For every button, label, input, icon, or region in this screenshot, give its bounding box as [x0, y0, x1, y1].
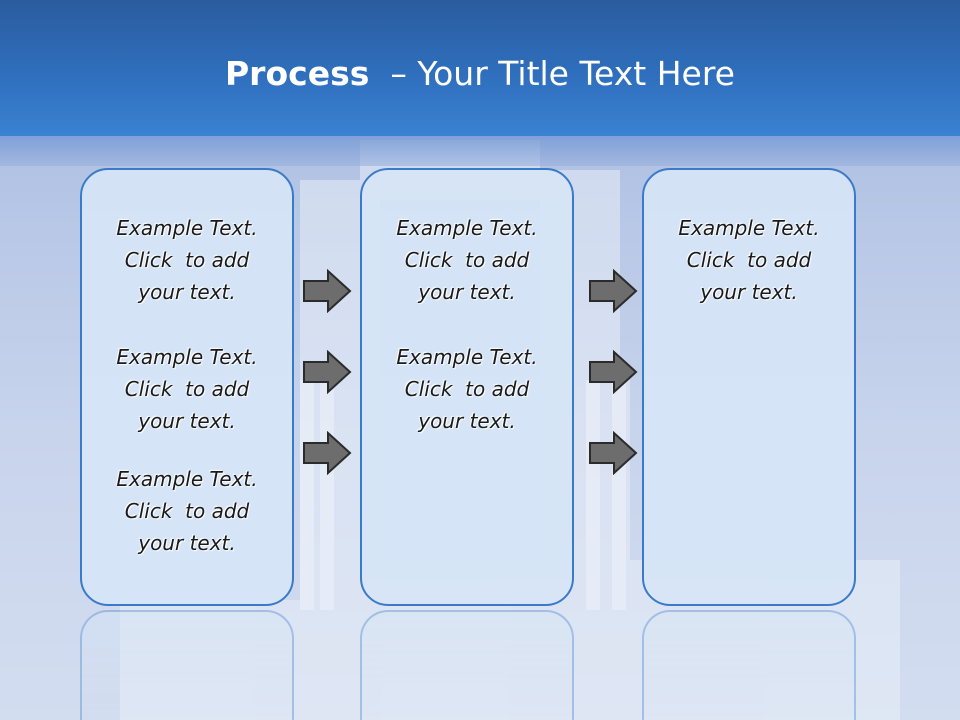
text-line: Click to add: [124, 377, 250, 401]
process-box-3[interactable]: Example Text. Click to add your text.: [642, 168, 856, 606]
text-line: Example Text.: [116, 467, 258, 491]
text-block[interactable]: Example Text. Click to add your text.: [644, 212, 854, 308]
right-arrow-icon[interactable]: [302, 269, 352, 313]
text-line: Click to add: [124, 499, 250, 523]
text-line: Example Text.: [678, 216, 820, 240]
text-line: Example Text.: [396, 345, 538, 369]
box-reflection-2: [360, 610, 574, 720]
text-block[interactable]: Example Text. Click to add your text.: [82, 463, 292, 559]
text-line: your text.: [138, 531, 236, 555]
title-rest: – Your Title Text Here: [369, 54, 735, 93]
text-line: Example Text.: [396, 216, 538, 240]
title-bold: Process: [225, 54, 370, 93]
text-line: Example Text.: [116, 345, 258, 369]
text-line: Example Text.: [116, 216, 258, 240]
right-arrow-icon[interactable]: [302, 350, 352, 394]
box-reflection-1: [80, 610, 294, 720]
text-block[interactable]: Example Text. Click to add your text.: [82, 341, 292, 437]
text-line: Click to add: [686, 248, 812, 272]
text-line: your text.: [700, 280, 798, 304]
text-block[interactable]: Example Text. Click to add your text.: [362, 212, 572, 308]
right-arrow-icon[interactable]: [588, 431, 638, 475]
right-arrow-icon[interactable]: [588, 269, 638, 313]
text-line: your text.: [138, 409, 236, 433]
text-line: Click to add: [404, 248, 530, 272]
text-line: your text.: [418, 409, 516, 433]
text-line: your text.: [418, 280, 516, 304]
text-line: your text.: [138, 280, 236, 304]
process-box-1[interactable]: Example Text. Click to add your text. Ex…: [80, 168, 294, 606]
title-bar: Process – Your Title Text Here: [0, 0, 960, 136]
box-reflection-3: [642, 610, 856, 720]
text-block[interactable]: Example Text. Click to add your text.: [362, 341, 572, 437]
process-box-2[interactable]: Example Text. Click to add your text. Ex…: [360, 168, 574, 606]
text-line: Click to add: [404, 377, 530, 401]
right-arrow-icon[interactable]: [302, 431, 352, 475]
text-line: Click to add: [124, 248, 250, 272]
header-band: [0, 136, 960, 166]
right-arrow-icon[interactable]: [588, 350, 638, 394]
text-block[interactable]: Example Text. Click to add your text.: [82, 212, 292, 308]
slide-title[interactable]: Process – Your Title Text Here: [0, 54, 960, 93]
